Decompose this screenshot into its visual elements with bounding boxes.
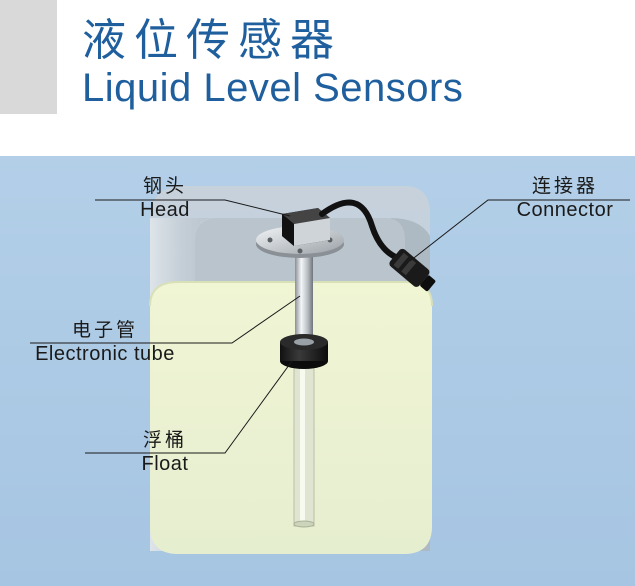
label-tube: 电子管 Electronic tube <box>12 318 198 366</box>
label-head-en: Head <box>130 198 200 222</box>
label-tube-zh: 电子管 <box>12 318 198 342</box>
page-title-chinese: 液位传感器 <box>82 4 342 68</box>
sensor-diagram: 钢头 Head 连接器 Connector 电子管 Electronic tub… <box>0 156 635 586</box>
label-head-zh: 钢头 <box>130 174 200 198</box>
label-float-zh: 浮桶 <box>125 428 205 452</box>
label-connector: 连接器 Connector <box>500 174 630 222</box>
label-connector-zh: 连接器 <box>500 174 630 198</box>
page-title-english: Liquid Level Sensors <box>82 66 463 111</box>
header-accent-tab <box>0 0 57 114</box>
label-float: 浮桶 Float <box>125 428 205 476</box>
label-tube-en: Electronic tube <box>12 342 198 366</box>
label-connector-en: Connector <box>500 198 630 222</box>
label-head: 钢头 Head <box>130 174 200 222</box>
label-float-en: Float <box>125 452 205 476</box>
